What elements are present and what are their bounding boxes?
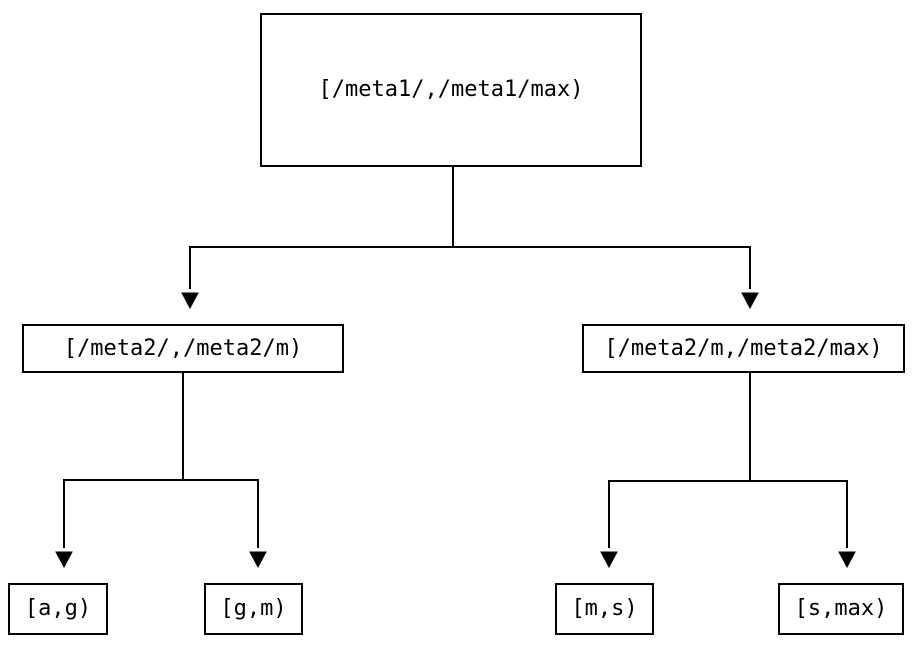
node-leaf-ms-label: [m,s) (571, 596, 638, 621)
node-leaf-ms: [m,s) (555, 583, 654, 635)
arrowhead-right (741, 292, 759, 310)
arrowhead-smax (838, 551, 856, 569)
node-meta2-right: [/meta2/m,/meta2/max) (582, 324, 905, 373)
arrowhead-ms (600, 551, 618, 569)
node-leaf-gm-label: [g,m) (220, 596, 287, 621)
arrowhead-left (181, 292, 199, 310)
node-root-label: [/meta1/,/meta1/max) (318, 77, 584, 102)
node-leaf-gm: [g,m) (204, 583, 303, 635)
node-meta2-left: [/meta2/,/meta2/m) (22, 324, 344, 373)
node-leaf-ag: [a,g) (8, 583, 108, 635)
node-root: [/meta1/,/meta1/max) (260, 13, 642, 167)
node-leaf-ag-label: [a,g) (24, 596, 92, 621)
node-leaf-smax: [s,max) (778, 583, 904, 635)
arrowhead-ag (55, 551, 73, 569)
node-leaf-smax-label: [s,max) (794, 596, 888, 621)
node-meta2-right-label: [/meta2/m,/meta2/max) (604, 335, 883, 361)
arrowhead-gm (249, 551, 267, 569)
node-meta2-left-label: [/meta2/,/meta2/m) (63, 335, 303, 361)
